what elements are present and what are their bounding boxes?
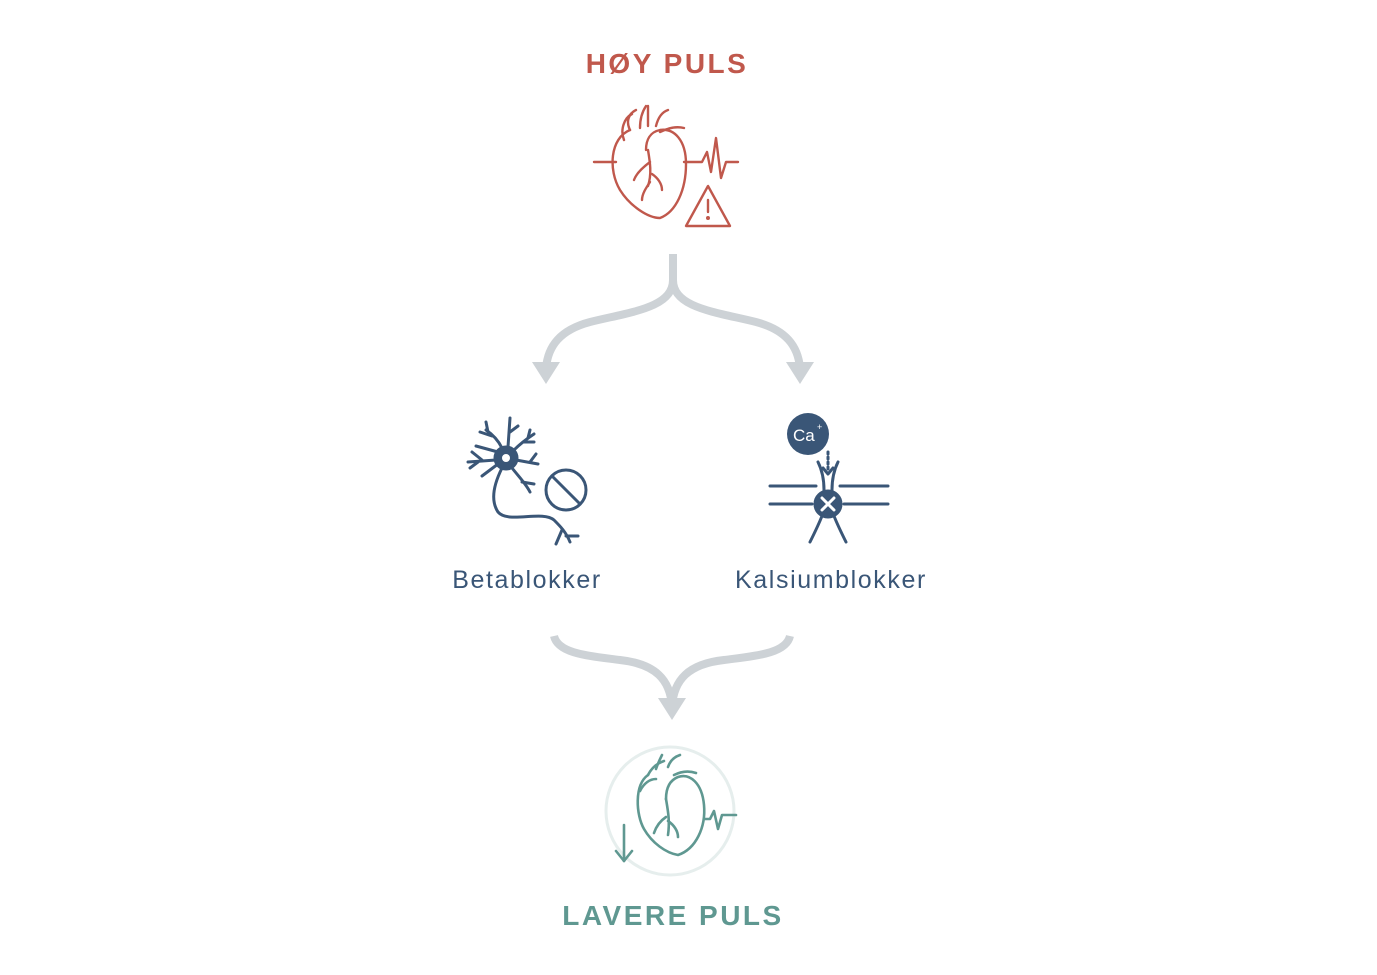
heart-warning-icon <box>592 104 740 228</box>
calcium-channel-blocked-icon: Ca + <box>768 413 890 544</box>
title-lower-pulse: LAVERE PULS <box>562 900 784 931</box>
neuron-blocked-icon <box>466 416 588 546</box>
heart-lower-rate-icon <box>604 745 738 877</box>
label-betablokker: Betablokker <box>452 566 602 594</box>
merge-arrows <box>550 634 794 720</box>
calcium-badge: Ca <box>793 426 815 445</box>
title-high-pulse: HØY PULS <box>585 48 749 79</box>
label-kalsiumblokker: Kalsiumblokker <box>735 566 927 594</box>
svg-text:+: + <box>817 422 822 432</box>
split-arrows <box>532 254 814 384</box>
